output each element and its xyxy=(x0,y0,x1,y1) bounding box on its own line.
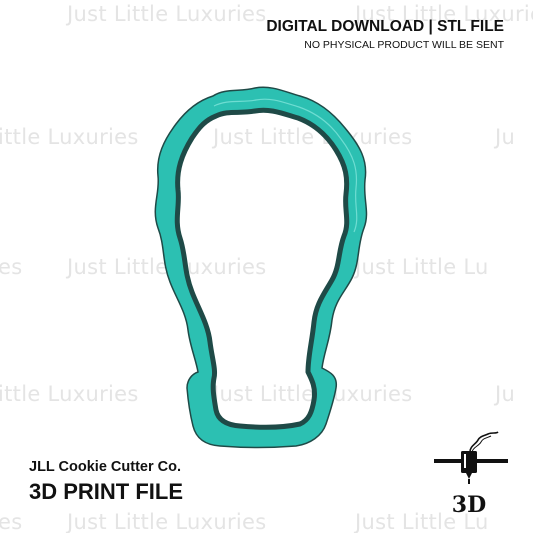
watermark: Just Little Luxuries xyxy=(67,2,267,26)
watermark: Just Little Lu xyxy=(355,510,489,533)
watermark: Just Little Lu xyxy=(355,255,489,279)
watermark: ittle Luxuries xyxy=(0,125,139,149)
watermark: ittle Luxuries xyxy=(0,382,139,406)
watermark: Ju xyxy=(495,382,516,406)
header-title: DIGITAL DOWNLOAD | STL FILE xyxy=(266,18,504,35)
cutter-inner-wall xyxy=(174,107,350,430)
watermark: Ju xyxy=(495,125,516,149)
watermark: Just Little Luxuries xyxy=(213,125,413,149)
3d-printer-icon: 3D xyxy=(434,431,508,518)
watermark: Just Little Luxuries xyxy=(67,510,267,533)
watermark: Just Little Luxuries xyxy=(355,2,533,26)
printer-icon-label: 3D xyxy=(452,492,486,518)
brand-block: JLL Cookie Cutter Co. 3D PRINT FILE xyxy=(29,460,183,503)
watermark: es xyxy=(0,255,23,279)
watermark: es xyxy=(0,510,23,533)
header-subtitle: NO PHYSICAL PRODUCT WILL BE SENT xyxy=(304,38,504,51)
brand-name: JLL Cookie Cutter Co. xyxy=(29,459,181,475)
product-type: 3D PRINT FILE xyxy=(29,478,184,504)
header: DIGITAL DOWNLOAD | STL FILE NO PHYSICAL … xyxy=(266,19,504,50)
cutter-rim-highlight xyxy=(213,98,358,233)
